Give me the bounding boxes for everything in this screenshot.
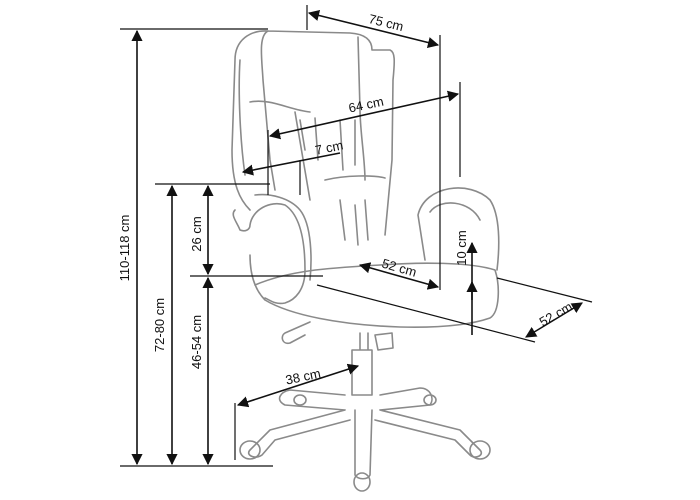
dim-backrest-width	[268, 90, 460, 140]
dimension-labels: 110-118 cm 72-80 cm 46-54 cm 26 cm 75 cm…	[117, 11, 575, 388]
label-seat-depth: 52 cm	[537, 299, 575, 330]
dim-seat-width	[358, 262, 440, 290]
label-seat-height: 46-54 cm	[189, 315, 204, 369]
label-backrest-width: 64 cm	[347, 94, 385, 116]
dim-seat-depth	[525, 302, 583, 338]
caster-back-right	[423, 394, 437, 406]
right-armrest	[417, 187, 500, 271]
tilt-lever	[281, 321, 311, 345]
caster-front	[353, 472, 371, 492]
dimension-lines	[120, 5, 593, 467]
label-total-width: 75 cm	[367, 11, 405, 34]
caster-right	[469, 440, 491, 460]
dim-base-radius	[236, 363, 360, 408]
gas-lift	[351, 332, 394, 396]
left-armrest	[232, 193, 312, 305]
dim-total-width	[307, 9, 440, 49]
label-seat-thickness: 10 cm	[454, 230, 469, 265]
backrest-outline	[231, 30, 396, 236]
caster-left	[239, 440, 261, 460]
star-base	[247, 387, 483, 480]
label-armrest-height: 72-80 cm	[152, 298, 167, 352]
label-base-radius: 38 cm	[284, 366, 322, 388]
caster-back-left	[293, 394, 307, 406]
label-total-height: 110-118 cm	[117, 215, 132, 282]
dim-armrest-width	[241, 152, 341, 176]
label-arm-above-seat: 26 cm	[189, 216, 204, 251]
backrest-lines	[299, 117, 386, 246]
label-armrest-width: 7 cm	[314, 137, 345, 158]
